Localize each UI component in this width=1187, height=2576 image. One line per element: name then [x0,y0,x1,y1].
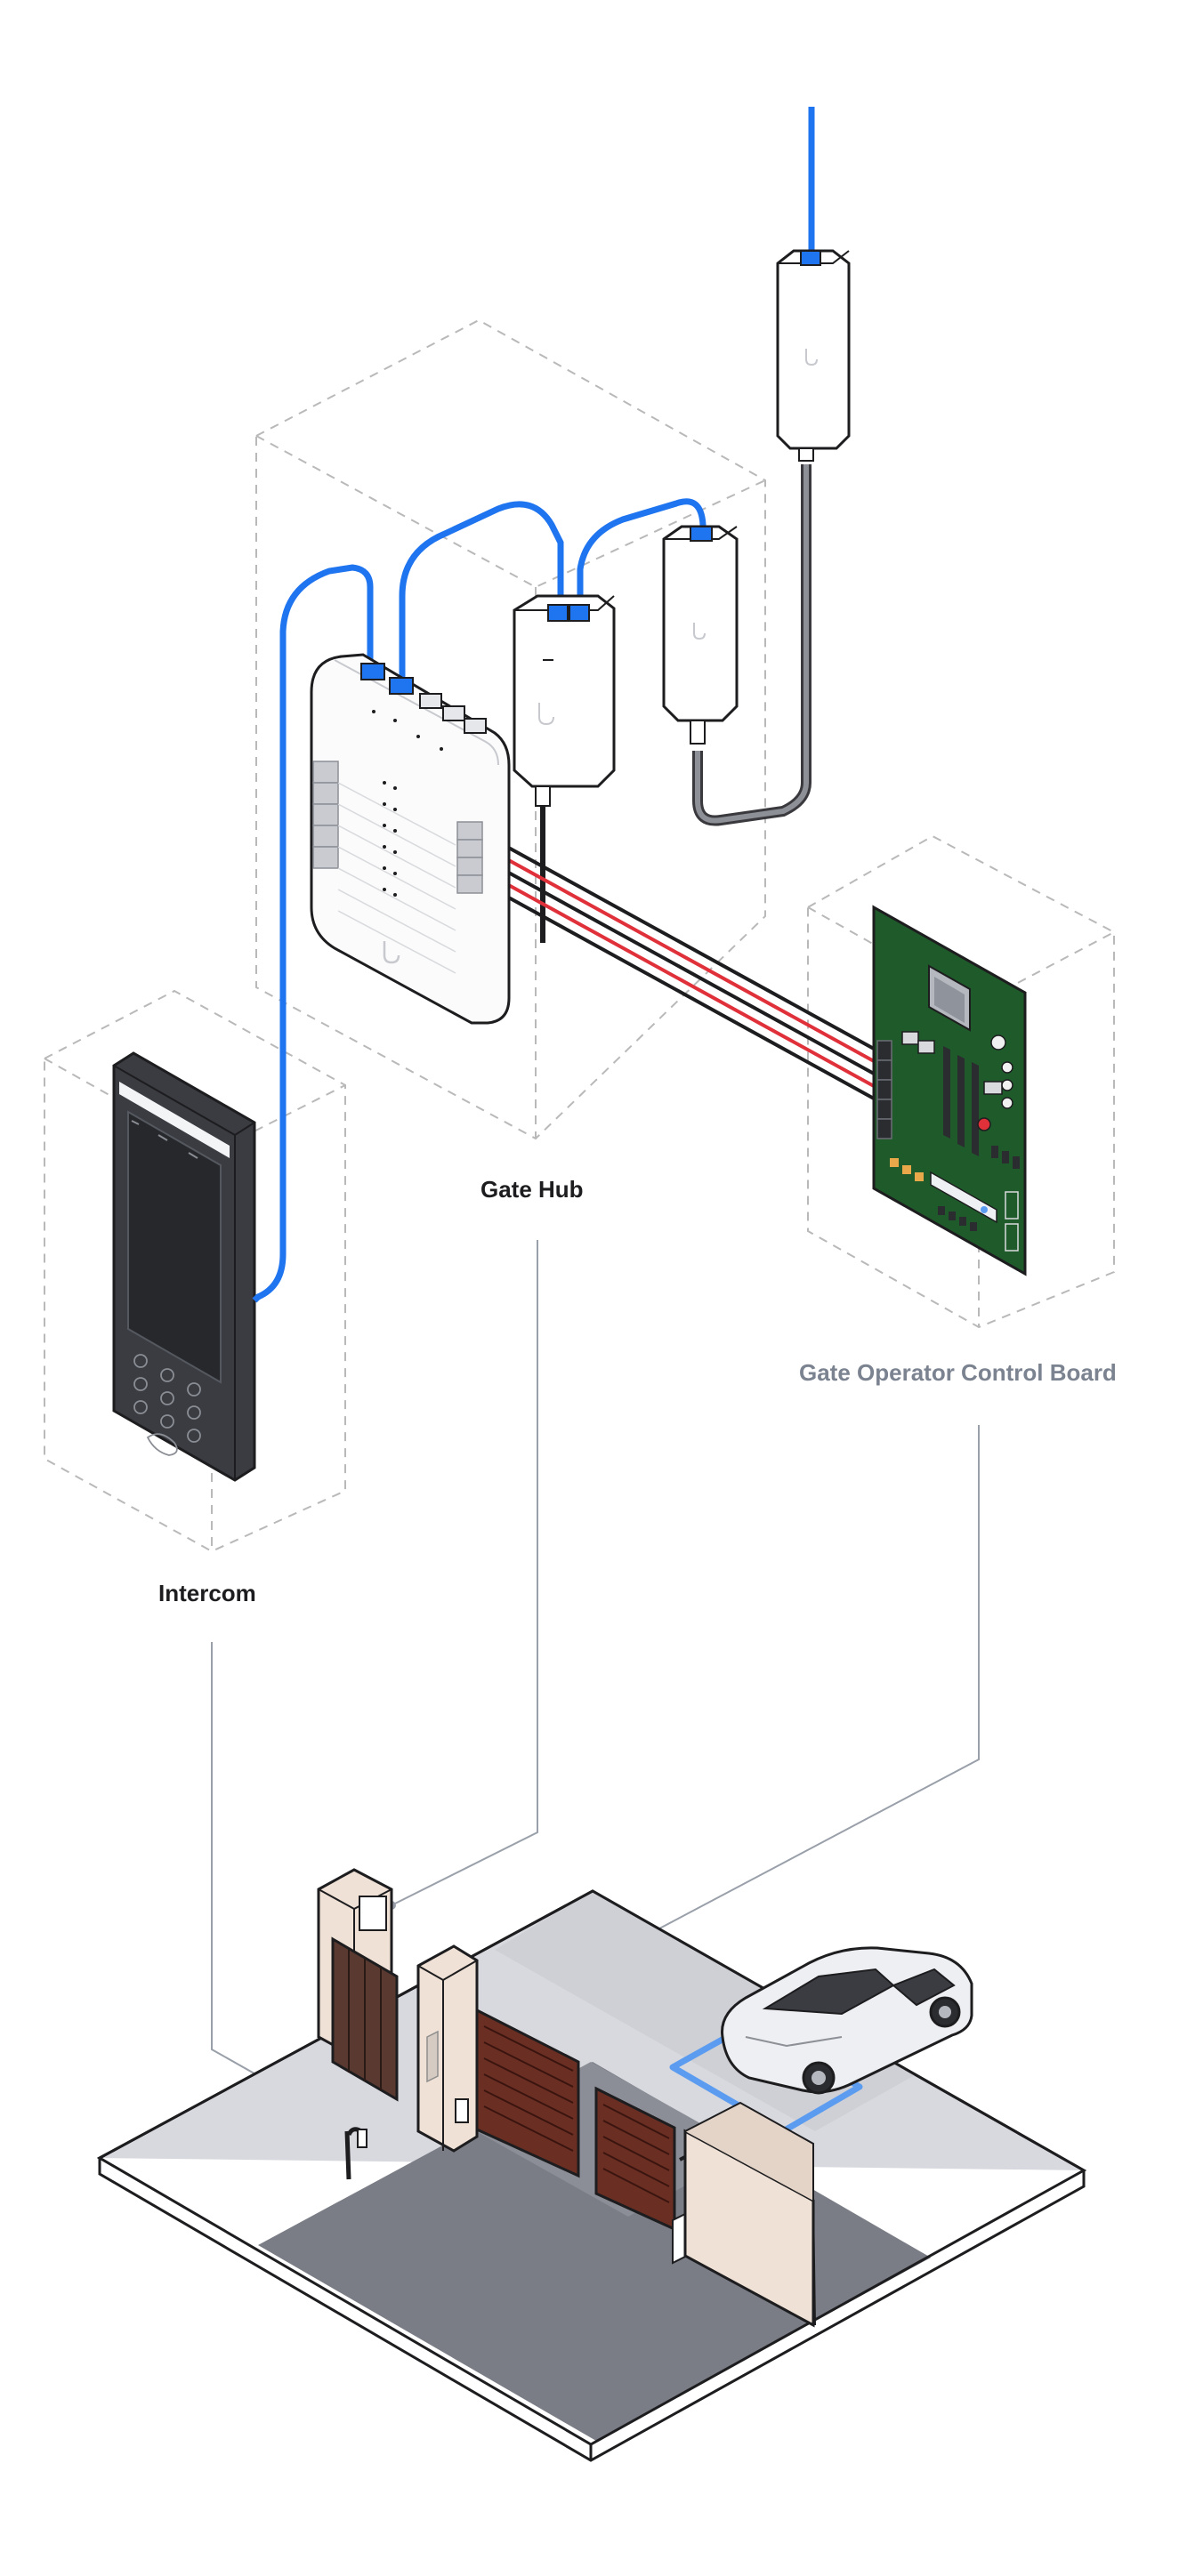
swing-gate-left [475,2008,580,2178]
gate-hub-leader-line [391,1240,538,1906]
intercom-label: Intercom [158,1580,256,1606]
ubiquiti-logo-icon [538,703,554,726]
property-scene [96,1868,1087,2462]
ethernet-cables [254,498,707,1300]
intercom-post [344,2127,367,2180]
gate-operator-control-board [872,905,1027,1276]
ubiquiti-logo-icon [693,623,706,640]
control-wires [487,834,892,1110]
poe-injector-middle [513,594,616,807]
gate-post [416,1944,479,2153]
ubiquiti-logo-icon [805,349,818,366]
gate-hub-device [310,653,511,1025]
right-boundary-wall [683,2101,816,2328]
keypad-icon [133,1354,201,1456]
intercom-device [112,1051,256,1482]
gate-operator-control-board-label: Gate Operator Control Board [799,1359,1117,1386]
car-icon [721,1946,973,2095]
ubiquiti-logo-icon [383,941,400,964]
top-poe-injector [776,249,851,462]
gate-hub-label: Gate Hub [480,1176,584,1203]
poe-injector-right [662,525,739,745]
